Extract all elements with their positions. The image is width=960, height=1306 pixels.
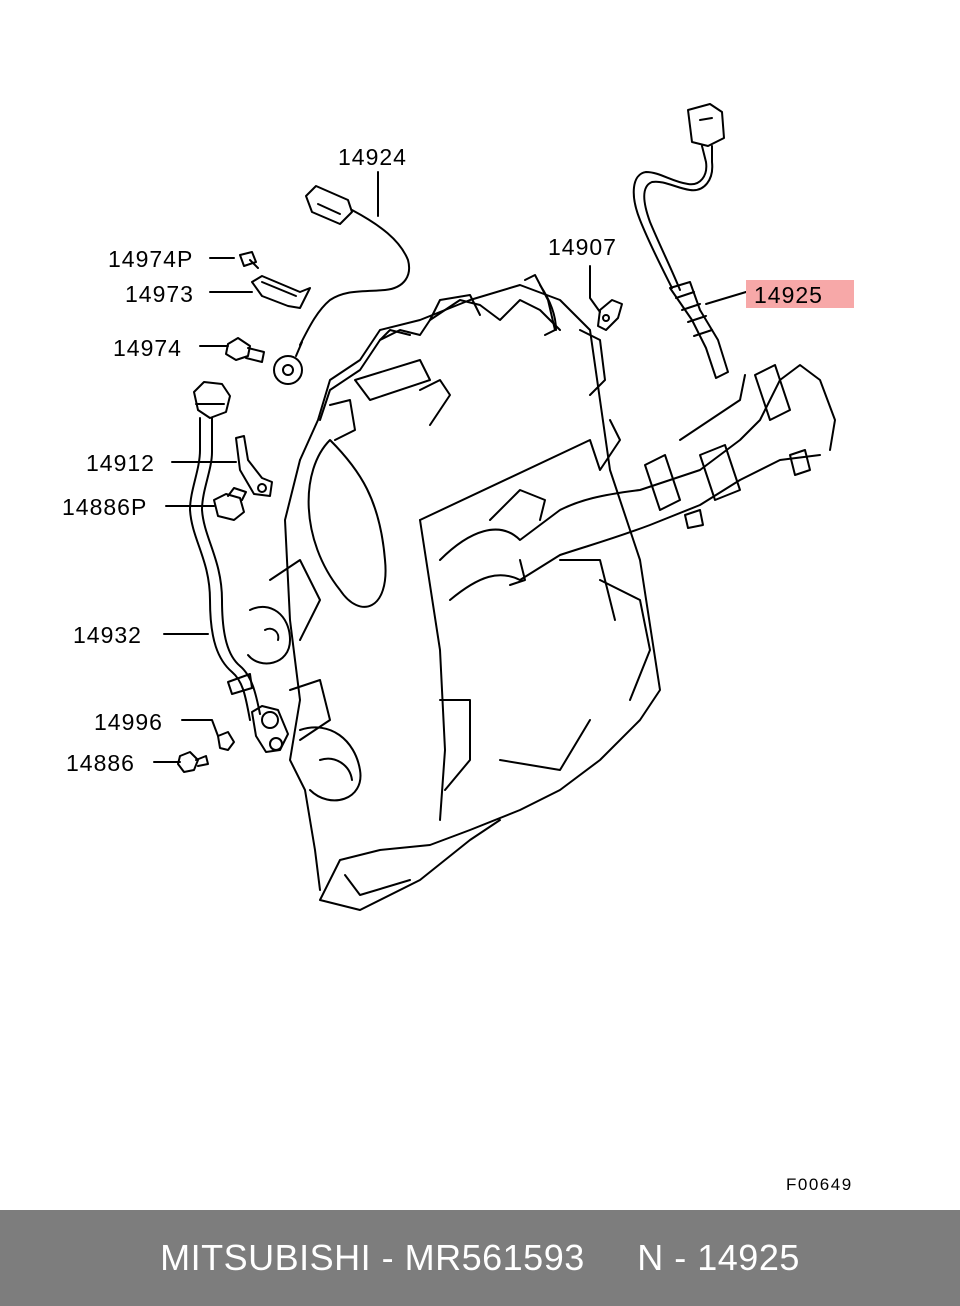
footer-part-info: MITSUBISHI - MR561593 N - 14925 (160, 1237, 800, 1278)
part-14886P-bolt (213, 487, 247, 521)
callout-14907[interactable]: 14907 (548, 234, 617, 260)
part-14924-sensor (273, 185, 410, 385)
callout-14974P[interactable]: 14974P (108, 246, 194, 272)
footer-bar: MITSUBISHI - MR561593 N - 14925 (0, 1210, 960, 1306)
part-14925-oxygen-sensor (632, 103, 729, 379)
cylinder-head (319, 274, 606, 441)
engine-drawing (153, 103, 836, 911)
part-14974P-bolt (239, 251, 259, 269)
part-14912-bracket (235, 435, 273, 497)
part-14974-bolt (225, 337, 265, 363)
engine-block (247, 284, 661, 911)
exhaust-manifold (439, 364, 836, 601)
highlight-14925 (746, 280, 854, 308)
part-14932-harness (189, 381, 289, 753)
callout-14912[interactable]: 14912 (86, 450, 155, 476)
callout-14973[interactable]: 14973 (125, 281, 194, 307)
callout-14974[interactable]: 14974 (113, 335, 182, 361)
leader-lines (153, 171, 747, 763)
callout-14996[interactable]: 14996 (94, 709, 163, 735)
callout-14932[interactable]: 14932 (73, 622, 142, 648)
callout-14886[interactable]: 14886 (66, 750, 135, 776)
parts-diagram: 14924 14907 14974P 14973 14925 14974 149… (62, 103, 854, 1194)
part-14886-bolt (177, 751, 209, 773)
callout-14924[interactable]: 14924 (338, 144, 407, 170)
callout-14886P[interactable]: 14886P (62, 494, 148, 520)
figure-code: F00649 (786, 1175, 853, 1194)
part-14996-nut (217, 731, 235, 751)
part-14973-bracket (251, 275, 311, 309)
part-14907-clip (597, 299, 623, 331)
callout-14925[interactable]: 14925 (754, 282, 823, 308)
